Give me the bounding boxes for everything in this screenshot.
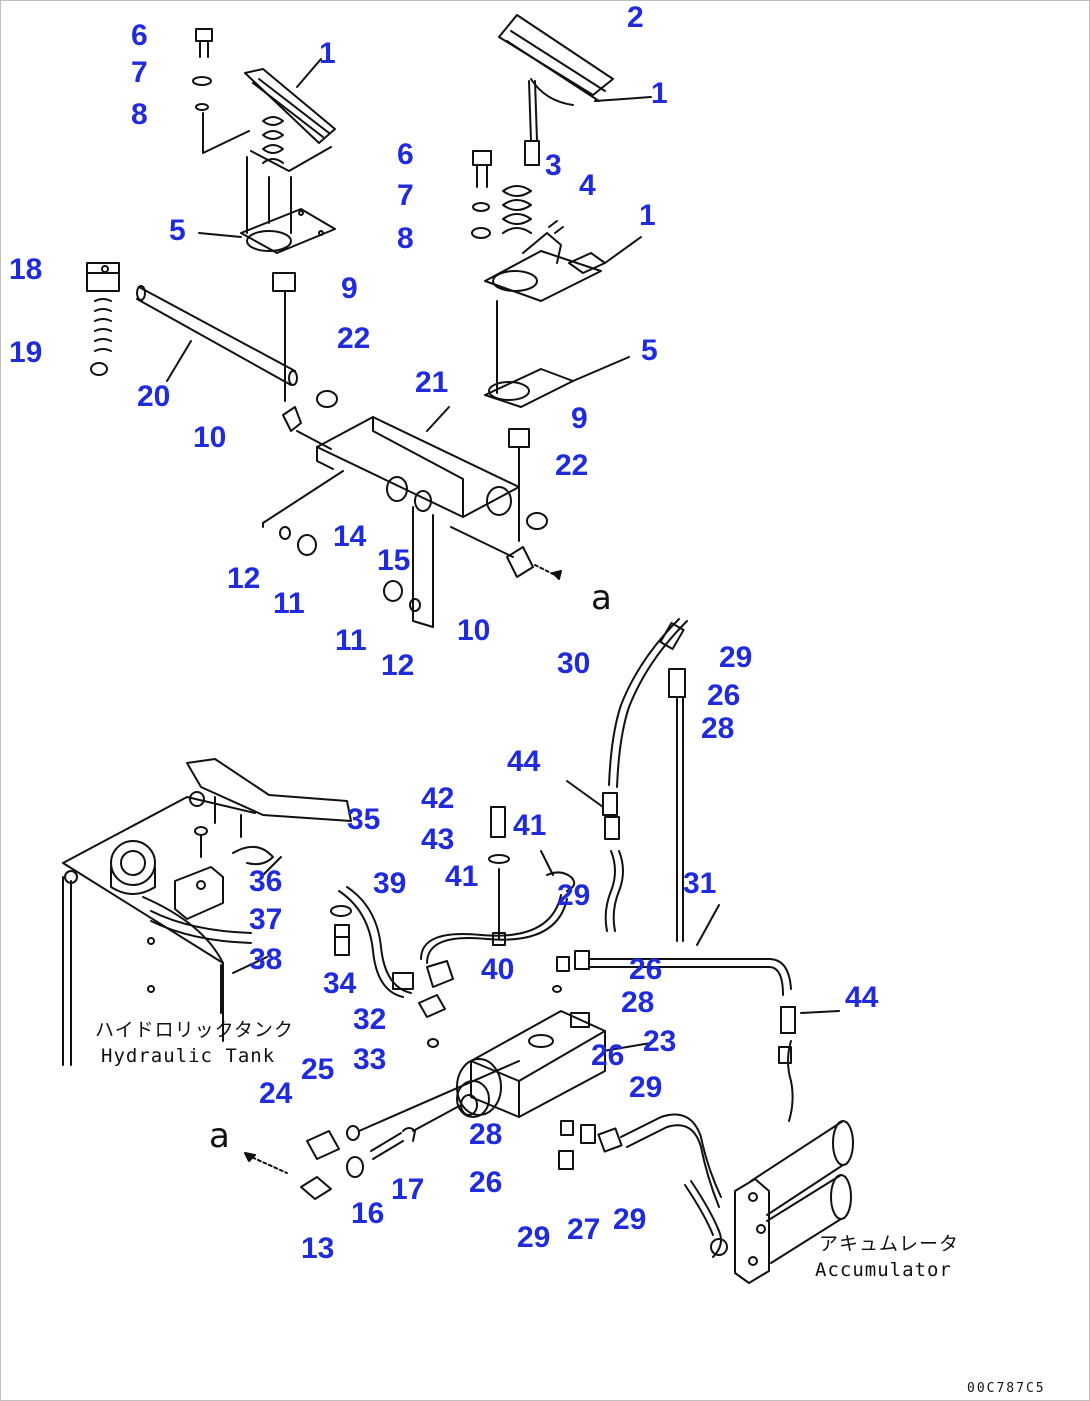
callout-31: 31 [683,867,717,900]
callout-42: 42 [421,782,455,815]
callout-26: 26 [707,679,741,712]
callout-19: 19 [9,336,43,369]
callout-6: 6 [131,19,148,52]
callout-29: 29 [613,1203,647,1236]
callout-26: 26 [629,953,663,986]
callout-35: 35 [347,803,381,836]
callout-26: 26 [469,1166,503,1199]
accumulator [684,1120,854,1284]
callout-3: 3 [545,149,562,182]
callout-30: 30 [557,647,591,680]
callout-14: 14 [333,520,367,553]
callout-24: 24 [259,1077,293,1110]
callout-29: 29 [517,1221,551,1254]
callout-8: 8 [131,98,148,131]
callout-10: 10 [457,614,491,647]
callout-9: 9 [341,272,358,305]
callout-11: 11 [273,587,305,620]
callout-16: 16 [351,1197,385,1230]
callout-5: 5 [169,214,186,247]
cross-shaft-bracket [86,262,562,628]
callout-13: 13 [301,1232,335,1265]
callout-21: 21 [415,366,449,399]
callout-8: 8 [397,222,414,255]
callout-9: 9 [571,402,588,435]
callout-10: 10 [193,421,227,454]
callout-44: 44 [845,981,879,1014]
callout-1: 1 [651,77,668,110]
callout-5: 5 [641,334,658,367]
callout-36: 36 [249,865,283,898]
callout-28: 28 [621,986,655,1019]
tank-caption-en: Hydraulic Tank [101,1045,276,1067]
view-marker-a: a [591,578,612,618]
callout-37: 37 [249,903,283,936]
callout-33: 33 [353,1043,387,1076]
callout-1: 1 [639,199,656,232]
callout-28: 28 [701,712,735,745]
callout-7: 7 [131,56,148,89]
callout-7: 7 [397,179,414,212]
callout-43: 43 [421,823,455,856]
callout-12: 12 [227,562,261,595]
view-marker-a: a [209,1116,230,1156]
callout-38: 38 [249,943,283,976]
callout-29: 29 [629,1071,663,1104]
accumulator-caption-en: Accumulator [815,1259,952,1281]
drawing-code: 00C787C5 [967,1381,1046,1396]
callout-40: 40 [481,953,515,986]
callout-18: 18 [9,253,43,286]
callout-1: 1 [319,37,336,70]
callout-41: 41 [445,860,479,893]
callout-34: 34 [323,967,357,1000]
callout-22: 22 [555,449,589,482]
callout-25: 25 [301,1053,335,1086]
callout-6: 6 [397,138,414,171]
callout-27: 27 [567,1213,601,1246]
callout-29: 29 [557,879,591,912]
callout-17: 17 [391,1173,425,1206]
callout-20: 20 [137,380,171,413]
callout-11: 11 [335,624,367,657]
hydraulic-tank [62,758,352,1066]
callout-12: 12 [381,649,415,682]
callout-39: 39 [373,867,407,900]
callout-15: 15 [377,544,411,577]
callout-44: 44 [507,745,541,778]
callout-32: 32 [353,1003,387,1036]
right-brake-pedal [471,14,652,408]
accumulator-caption-ja: アキュムレータ [819,1233,960,1255]
callout-22: 22 [337,322,371,355]
left-brake-pedal [192,28,336,254]
brake-valve-lines [244,618,840,1208]
tank-caption-ja: ハイドロリックタンク [95,1019,294,1041]
callout-41: 41 [513,809,547,842]
callout-4: 4 [579,169,596,202]
callout-29: 29 [719,641,753,674]
callout-2: 2 [627,1,644,34]
callout-23: 23 [643,1025,677,1058]
callout-26: 26 [591,1039,625,1072]
callout-28: 28 [469,1118,503,1151]
